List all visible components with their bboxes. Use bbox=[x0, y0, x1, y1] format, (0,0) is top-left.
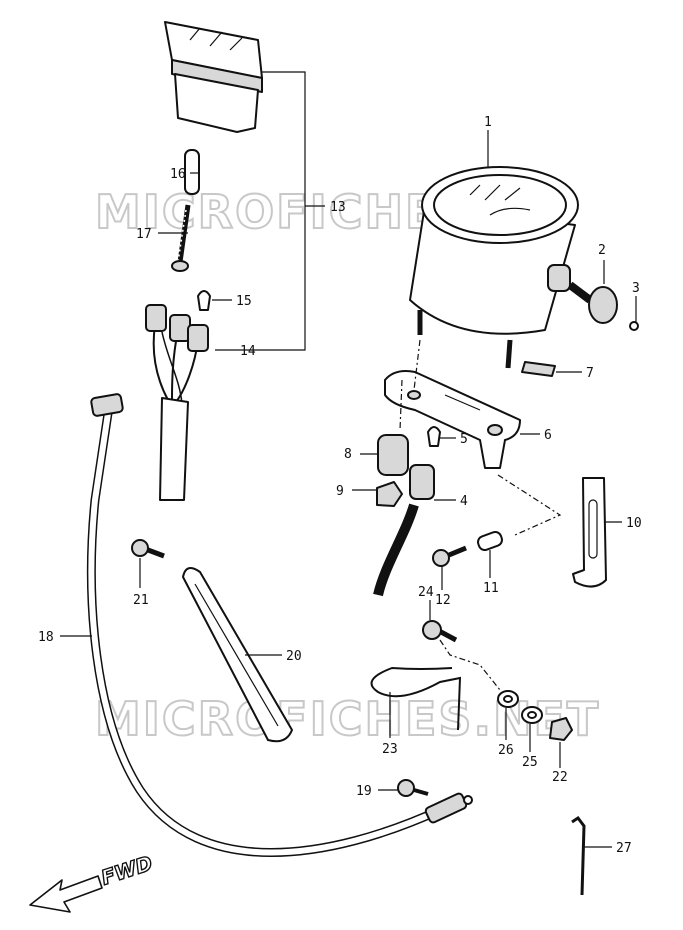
fwd-arrow-icon bbox=[29, 875, 103, 913]
callout-1: 1 bbox=[484, 115, 492, 130]
part-9-nut[interactable] bbox=[376, 481, 403, 507]
callout-12: 12 bbox=[435, 593, 451, 608]
part-27-clip[interactable] bbox=[571, 815, 586, 896]
callout-10: 10 bbox=[626, 516, 642, 531]
callout-9: 9 bbox=[336, 484, 344, 499]
callout-5: 5 bbox=[460, 432, 468, 447]
part-24-bolt[interactable] bbox=[422, 620, 458, 643]
callout-27: 27 bbox=[616, 841, 632, 856]
part-25-washer[interactable] bbox=[521, 706, 543, 724]
part-15-bulb[interactable] bbox=[197, 290, 211, 311]
callout-25: 25 bbox=[522, 755, 538, 770]
part-3-screw[interactable] bbox=[629, 321, 639, 331]
part-4-socket[interactable] bbox=[373, 464, 435, 597]
part-7-rubber[interactable] bbox=[521, 361, 556, 377]
callout-24: 24 bbox=[418, 585, 434, 600]
part-11-collar[interactable] bbox=[476, 530, 503, 551]
callout-14: 14 bbox=[240, 344, 256, 359]
callout-23: 23 bbox=[382, 742, 398, 757]
part-18-speedo-cable[interactable] bbox=[86, 393, 473, 857]
part-23-clamp[interactable] bbox=[370, 666, 462, 731]
callout-2: 2 bbox=[598, 243, 606, 258]
callout-21: 21 bbox=[133, 593, 149, 608]
part-8-grommet[interactable] bbox=[377, 434, 409, 476]
part-13-meter-housing[interactable] bbox=[164, 21, 263, 133]
callout-22: 22 bbox=[552, 770, 568, 785]
callout-19: 19 bbox=[356, 784, 372, 799]
part-14-bulb-sockets[interactable] bbox=[145, 304, 209, 501]
part-2-trip-knob[interactable] bbox=[567, 281, 618, 324]
part-21-bolt[interactable] bbox=[131, 539, 165, 559]
leader-lines bbox=[60, 71, 637, 848]
callout-6: 6 bbox=[544, 428, 552, 443]
callout-15: 15 bbox=[236, 294, 252, 309]
part-5-bulb[interactable] bbox=[427, 426, 441, 447]
callout-26: 26 bbox=[498, 743, 514, 758]
part-6-bracket[interactable] bbox=[384, 370, 521, 469]
callout-13: 13 bbox=[330, 200, 346, 215]
callout-7: 7 bbox=[586, 366, 594, 381]
part-1-speedometer[interactable] bbox=[409, 166, 579, 369]
callout-labels: 1 2 3 4 5 6 7 8 9 10 11 12 13 14 15 16 1… bbox=[38, 115, 642, 856]
callout-4: 4 bbox=[460, 494, 468, 509]
callout-8: 8 bbox=[344, 447, 352, 462]
part-20-cable-guide[interactable] bbox=[182, 567, 293, 743]
part-16-pin[interactable] bbox=[184, 149, 200, 195]
fwd-label: FWD bbox=[98, 851, 155, 890]
part-10-stay[interactable] bbox=[572, 477, 607, 588]
callout-18: 18 bbox=[38, 630, 54, 645]
callout-16: 16 bbox=[170, 167, 186, 182]
part-12-bolt[interactable] bbox=[432, 545, 467, 567]
part-26-washer[interactable] bbox=[497, 690, 519, 708]
callout-3: 3 bbox=[632, 281, 640, 296]
callout-11: 11 bbox=[483, 581, 499, 596]
part-22-nut[interactable] bbox=[549, 717, 573, 741]
part-19-screw[interactable] bbox=[397, 779, 429, 797]
callout-17: 17 bbox=[136, 227, 152, 242]
callout-20: 20 bbox=[286, 649, 302, 664]
